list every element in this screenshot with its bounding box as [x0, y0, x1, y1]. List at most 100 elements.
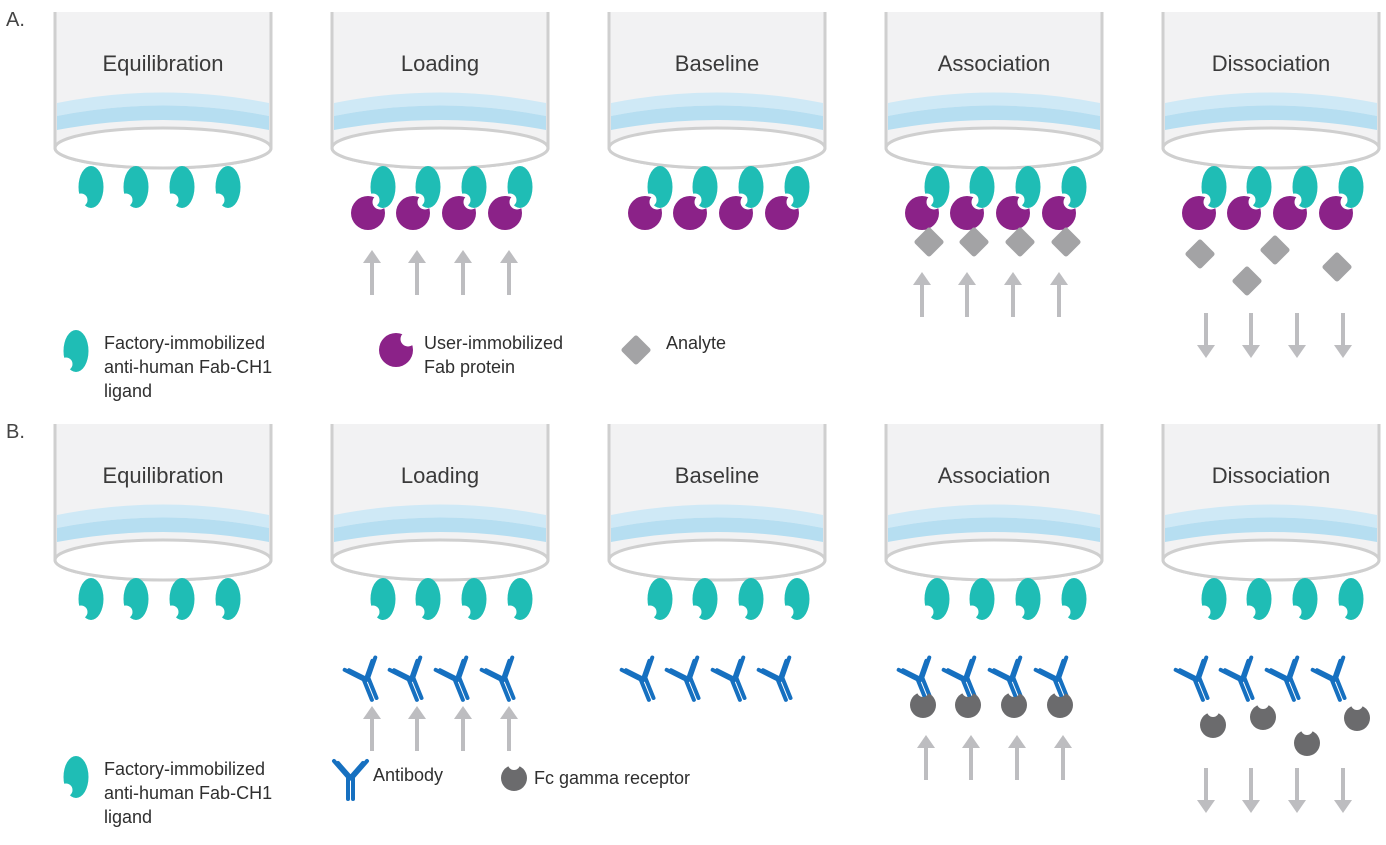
legend-label: Fab protein: [424, 357, 515, 377]
arrow-down: [1240, 766, 1262, 815]
arrow-up: [361, 248, 383, 297]
arrow-up: [406, 704, 428, 753]
sensor-tip: [884, 538, 1104, 582]
ligand: [216, 578, 241, 620]
fc-receptor: [1344, 705, 1370, 731]
stage-loading: Loading: [330, 12, 550, 297]
fab-protein: [351, 196, 385, 230]
band-top: [334, 504, 546, 528]
ligand: [1016, 578, 1041, 620]
fab-protein: [719, 196, 753, 230]
fab-protein-icon: [379, 333, 413, 367]
band-bottom: [334, 517, 546, 542]
fc-receptor: [1200, 712, 1226, 738]
legend-label: User-immobilized: [424, 333, 563, 353]
analyte: [1321, 251, 1353, 283]
arrow-up: [1052, 733, 1074, 782]
legend-label: Fc gamma receptor: [534, 768, 690, 788]
sensor-tip: [607, 538, 827, 582]
ligand-icon: [64, 756, 89, 798]
band-bottom: [1165, 517, 1377, 542]
fab-protein: [673, 196, 707, 230]
ligand: [739, 578, 764, 620]
arrow-up: [361, 704, 383, 753]
fab-protein: [1227, 196, 1261, 230]
band-bottom: [888, 517, 1100, 542]
fc-receptor-icon: [501, 765, 527, 791]
ligand: [648, 578, 673, 620]
fab-protein: [1182, 196, 1216, 230]
antibody: [1173, 655, 1223, 708]
arrow-down: [1195, 311, 1217, 360]
panel-label: A.: [6, 9, 25, 31]
legend-label: ligand: [104, 807, 152, 827]
ligand: [124, 578, 149, 620]
analyte-icon: [620, 334, 652, 366]
ligand: [170, 166, 195, 208]
ligand: [970, 578, 995, 620]
stage-title: Association: [938, 463, 1051, 488]
ligand: [170, 578, 195, 620]
fab-protein: [1273, 196, 1307, 230]
legend-label: anti-human Fab-CH1: [104, 357, 272, 377]
arrow-up: [956, 270, 978, 319]
ligand: [371, 578, 396, 620]
arrow-down: [1286, 766, 1308, 815]
analyte: [958, 226, 990, 258]
ligand: [1202, 578, 1227, 620]
sensor-tip: [1161, 126, 1381, 170]
stage-association: Association: [884, 424, 1104, 782]
legend-label: Antibody: [373, 765, 443, 785]
stage-baseline: Baseline: [607, 12, 827, 230]
stage-equilibration: Equilibration: [53, 424, 273, 620]
stage-dissociation: Dissociation: [1161, 424, 1381, 815]
arrow-up: [1002, 270, 1024, 319]
arrow-down: [1332, 311, 1354, 360]
stage-association: Association: [884, 12, 1104, 319]
analyte: [1259, 234, 1291, 266]
arrow-up: [1006, 733, 1028, 782]
sensor-tip: [884, 126, 1104, 170]
ligand: [1293, 578, 1318, 620]
band-bottom: [57, 105, 269, 130]
fc-receptor: [955, 692, 981, 718]
analyte: [1231, 265, 1263, 297]
band-top: [1165, 504, 1377, 528]
antibody: [342, 655, 392, 708]
stage-title: Baseline: [675, 463, 759, 488]
fc-receptor: [1294, 730, 1320, 756]
fab-protein: [1319, 196, 1353, 230]
legend-item-analyte: Analyte: [620, 333, 726, 366]
stage-title: Dissociation: [1212, 463, 1331, 488]
fc-receptor: [910, 692, 936, 718]
fab-protein: [765, 196, 799, 230]
antibody-icon: [332, 759, 369, 801]
legend-label: ligand: [104, 381, 152, 401]
band-top: [611, 504, 823, 528]
ligand: [416, 578, 441, 620]
legend-label: Factory-immobilized: [104, 759, 265, 779]
ligand: [216, 166, 241, 208]
ligand: [124, 166, 149, 208]
analyte: [1004, 226, 1036, 258]
arrow-down: [1195, 766, 1217, 815]
ligand: [508, 578, 533, 620]
fab-protein: [442, 196, 476, 230]
band-bottom: [1165, 105, 1377, 130]
antibody: [387, 655, 437, 708]
fab-protein: [488, 196, 522, 230]
sensor-tip: [607, 126, 827, 170]
antibody: [1264, 655, 1314, 708]
arrow-up: [406, 248, 428, 297]
stage-title: Equilibration: [102, 51, 223, 76]
fc-receptor: [1250, 704, 1276, 730]
band-top: [334, 92, 546, 116]
ligand: [1339, 578, 1364, 620]
legend-label: anti-human Fab-CH1: [104, 783, 272, 803]
stage-title: Baseline: [675, 51, 759, 76]
arrow-up: [452, 248, 474, 297]
fab-protein: [628, 196, 662, 230]
fab-protein: [1042, 196, 1076, 230]
fab-protein: [905, 196, 939, 230]
